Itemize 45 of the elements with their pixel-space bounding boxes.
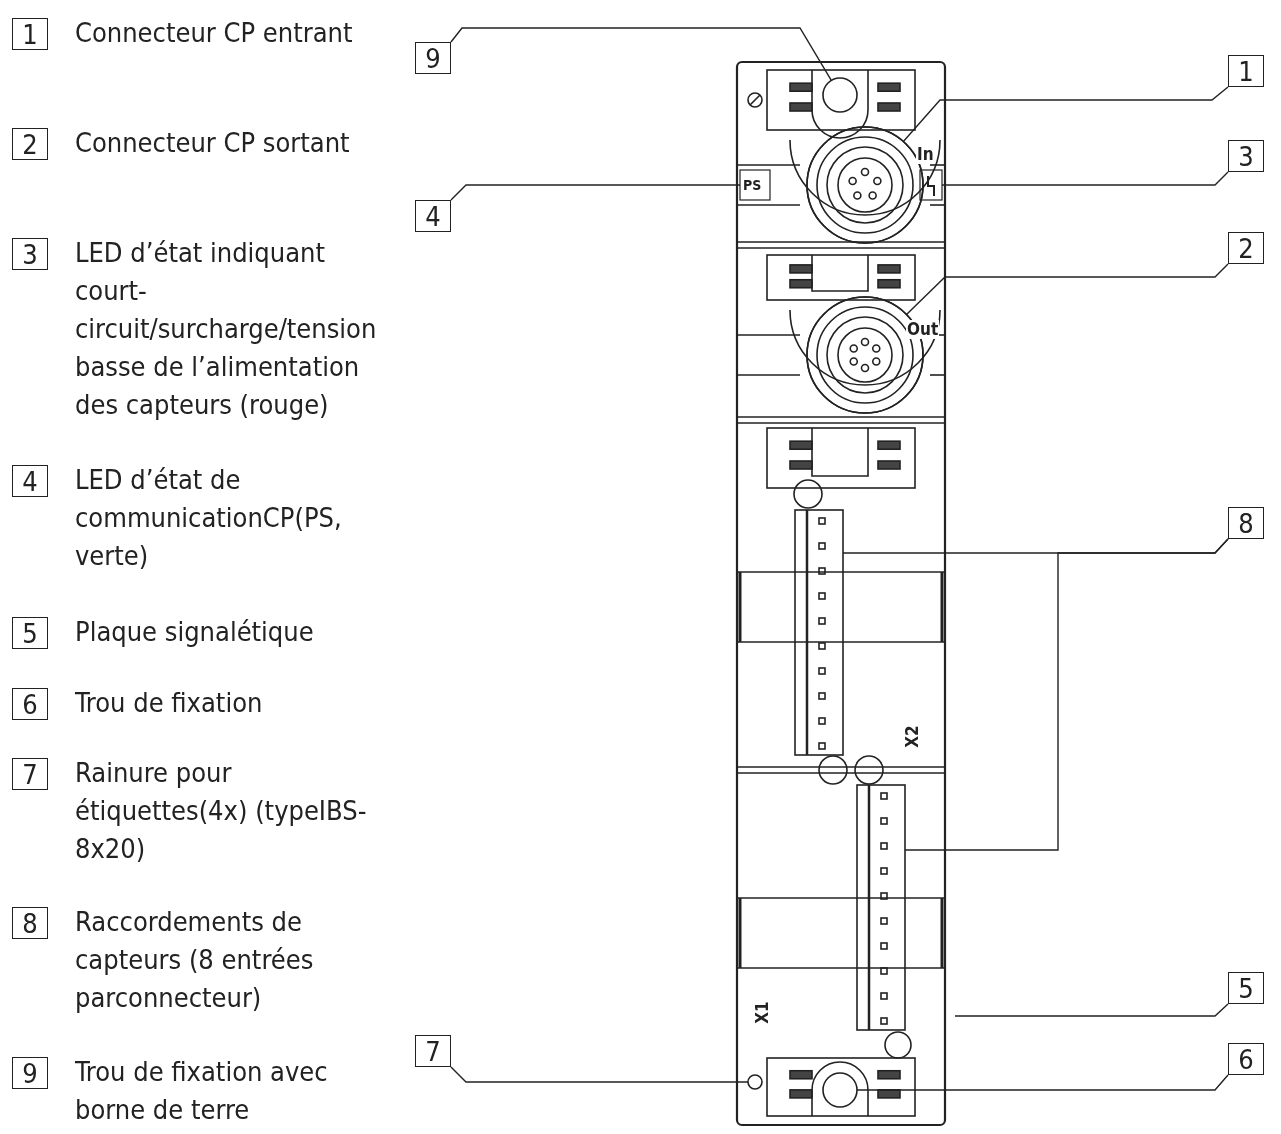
leader-line bbox=[902, 86, 1229, 143]
terminal-strip bbox=[856, 784, 906, 1031]
callout-number: 3 bbox=[12, 238, 48, 270]
callout-number: 8 bbox=[12, 907, 48, 939]
callout-number: 9 bbox=[12, 1057, 48, 1089]
callout-number: 5 bbox=[12, 617, 48, 649]
key-text: Rainure pour étiquettes(4x) (typeIBS-8x20) bbox=[75, 756, 368, 866]
key-text: Connecteur CP entrant bbox=[75, 16, 354, 50]
key-text: Trou de fixation bbox=[75, 686, 264, 720]
callout-number: 2 bbox=[12, 128, 48, 160]
key-text: Connecteur CP sortant bbox=[75, 126, 351, 160]
key-text: LED d’état de communicationCP(PS, verte) bbox=[75, 463, 343, 573]
terminal-strip bbox=[794, 509, 844, 756]
leader-line bbox=[450, 27, 832, 82]
leader-line bbox=[954, 1003, 1229, 1017]
callout-number: 4 bbox=[415, 200, 451, 232]
callout-number: 8 bbox=[1228, 507, 1264, 539]
callout-number: 7 bbox=[12, 758, 48, 790]
screw bbox=[747, 1074, 763, 1090]
callout-number: 1 bbox=[1228, 55, 1264, 87]
key-text: LED d’état indiquant court-circuit/surcharge/tension basse de l’alimentation des capteurs (rouge) bbox=[75, 236, 378, 422]
led-indicator bbox=[739, 169, 771, 201]
leader-line bbox=[904, 538, 1229, 851]
callout-number: 1 bbox=[12, 18, 48, 50]
port-label: Out bbox=[906, 320, 940, 339]
leader-line bbox=[450, 1066, 749, 1083]
callout-number: 3 bbox=[1228, 140, 1264, 172]
callout-number: 5 bbox=[1228, 972, 1264, 1004]
port-label: In bbox=[916, 145, 935, 164]
mounting-hole bbox=[822, 77, 858, 113]
led-indicator bbox=[919, 169, 943, 201]
mounting-hole bbox=[822, 1072, 858, 1108]
leader-line bbox=[856, 1074, 1229, 1091]
callout-number: 6 bbox=[12, 688, 48, 720]
key-text: Trou de fixation avec borne de terre bbox=[75, 1055, 329, 1127]
callout-number: 9 bbox=[415, 42, 451, 74]
callout-number: 7 bbox=[415, 1035, 451, 1067]
leader-line bbox=[905, 263, 1229, 316]
key-text: Raccordements de capteurs (8 entrées parconnecteur) bbox=[75, 905, 315, 1015]
leader-line bbox=[450, 184, 741, 201]
callout-number: 6 bbox=[1228, 1043, 1264, 1075]
key-text: Plaque signalétique bbox=[75, 615, 315, 649]
callout-number: 4 bbox=[12, 465, 48, 497]
leader-line bbox=[941, 171, 1229, 186]
callout-number: 2 bbox=[1228, 232, 1264, 264]
